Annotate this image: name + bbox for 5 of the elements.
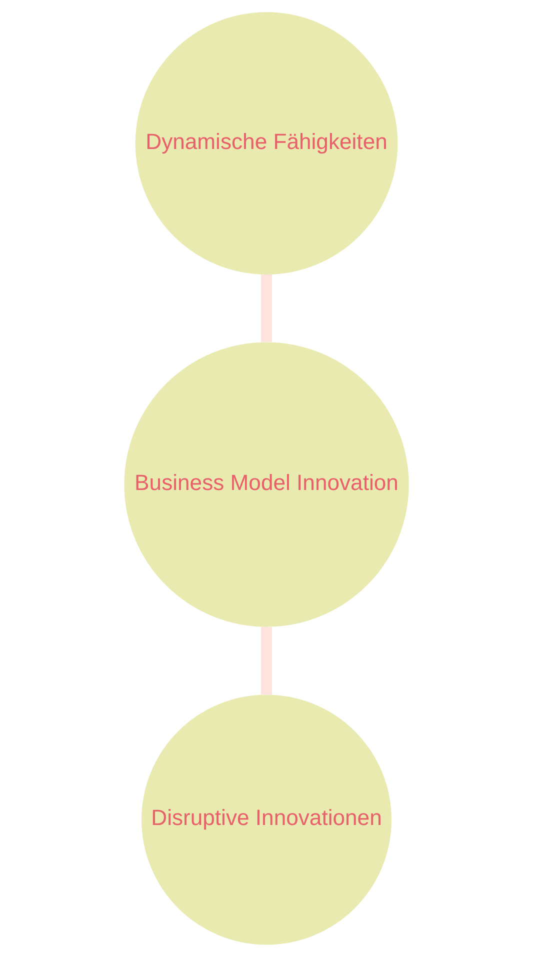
connector: [260, 627, 272, 695]
node-circle: Business Model Innovation: [124, 342, 409, 627]
connector: [260, 274, 272, 342]
node-circle: Disruptive Innovationen: [142, 694, 392, 945]
node-circle: Dynamische Fähigkeiten: [135, 12, 398, 274]
